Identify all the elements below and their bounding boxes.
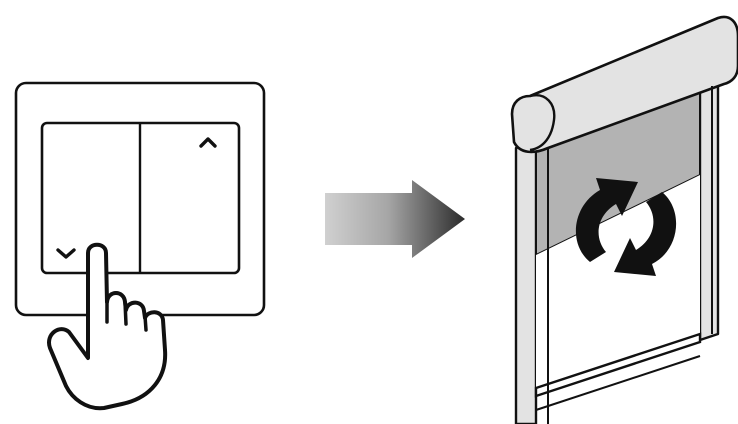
blind-bottom-bar xyxy=(534,332,702,398)
hand-pointer-icon xyxy=(47,242,168,411)
arrow-right-icon xyxy=(325,180,465,258)
blind-side-rail-right xyxy=(698,80,720,342)
wall-switch xyxy=(14,81,266,317)
up-rocker-button[interactable] xyxy=(141,124,238,272)
blind-side-rail-left xyxy=(514,140,538,424)
down-rocker-button[interactable] xyxy=(43,124,140,272)
refresh-icon xyxy=(575,178,677,276)
roller-blind xyxy=(510,15,738,424)
blind-cassette xyxy=(510,15,738,154)
chevron-down-icon xyxy=(56,248,76,259)
chevron-up-icon xyxy=(199,137,217,148)
